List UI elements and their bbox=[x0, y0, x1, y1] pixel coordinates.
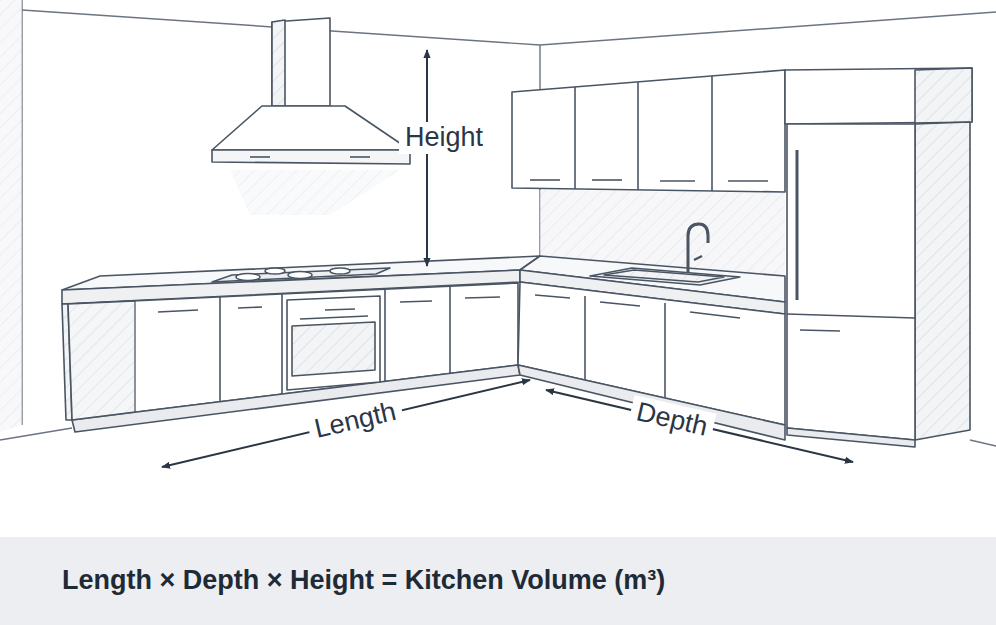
left-base-cabinets bbox=[238, 307, 262, 308]
gas-hob bbox=[212, 268, 390, 282]
refrigerator bbox=[800, 330, 840, 331]
room-walls bbox=[540, 12, 996, 45]
refrigerator bbox=[787, 428, 915, 447]
sink-and-faucet bbox=[688, 224, 708, 273]
range-hood bbox=[212, 18, 410, 164]
range-hood bbox=[250, 156, 270, 158]
room-walls bbox=[970, 440, 996, 446]
gas-hob bbox=[212, 268, 390, 282]
upper-cabinets bbox=[512, 70, 785, 192]
sink-and-faucet bbox=[694, 256, 702, 260]
sink-and-faucet bbox=[590, 268, 740, 285]
room-walls bbox=[0, 428, 72, 440]
upper-cabinets bbox=[711, 76, 713, 191]
oven bbox=[287, 296, 380, 390]
dimension-arrows bbox=[162, 50, 853, 467]
wall-shading bbox=[230, 170, 400, 215]
sink-and-faucet bbox=[604, 270, 724, 282]
left-base-cabinets bbox=[465, 297, 500, 298]
dimension-arrows bbox=[426, 50, 428, 266]
range-hood bbox=[272, 18, 330, 106]
refrigerator bbox=[787, 122, 970, 447]
oven bbox=[292, 322, 375, 376]
left-base-cabinets bbox=[158, 310, 198, 312]
right-base-cabinets bbox=[690, 312, 740, 318]
left-base-cabinets bbox=[68, 301, 135, 420]
oven bbox=[300, 316, 368, 319]
right-base-cabinets bbox=[535, 295, 570, 298]
dimension-label: Length bbox=[305, 395, 404, 447]
formula-caption: Length × Depth × Height = Kitchen Volume… bbox=[0, 537, 996, 596]
upper-cabinets bbox=[574, 87, 576, 189]
left-base-cabinets bbox=[219, 297, 221, 402]
oven bbox=[325, 309, 355, 310]
left-base-cabinets bbox=[449, 286, 451, 373]
upper-cabinets bbox=[530, 179, 560, 181]
sink-and-faucet bbox=[590, 224, 740, 285]
upper-cabinets bbox=[785, 68, 972, 124]
caption-bar: Length × Depth × Height = Kitchen Volume… bbox=[0, 537, 996, 625]
range-hood bbox=[212, 150, 410, 164]
gas-hob bbox=[330, 268, 350, 274]
range-hood bbox=[272, 20, 285, 106]
range-hood bbox=[350, 156, 370, 158]
upper-cabinets bbox=[728, 180, 768, 182]
left-base-cabinets bbox=[62, 256, 540, 432]
right-base-cabinets bbox=[664, 303, 666, 397]
oven bbox=[287, 296, 380, 390]
left-base-cabinets bbox=[281, 294, 283, 394]
upper-cabinets bbox=[637, 82, 639, 190]
refrigerator bbox=[796, 150, 799, 300]
gas-hob bbox=[288, 272, 312, 279]
wall-shading bbox=[0, 0, 785, 432]
range-hood bbox=[212, 106, 410, 150]
left-base-cabinets bbox=[384, 289, 386, 381]
room-walls bbox=[0, 0, 996, 446]
gas-hob bbox=[236, 274, 260, 281]
upper-cabinets bbox=[592, 179, 622, 181]
upper-cabinets bbox=[660, 180, 695, 182]
left-base-cabinets bbox=[400, 301, 432, 302]
refrigerator bbox=[787, 124, 915, 440]
dimension-label: Height bbox=[399, 122, 489, 153]
wall-shading bbox=[0, 0, 22, 432]
refrigerator bbox=[787, 314, 915, 318]
right-base-cabinets bbox=[584, 296, 586, 379]
dimension-arrows bbox=[546, 390, 853, 462]
gas-hob bbox=[265, 268, 285, 274]
upper-cabinets bbox=[915, 68, 972, 123]
dimension-arrows bbox=[162, 380, 530, 467]
refrigerator bbox=[915, 122, 970, 440]
right-base-cabinets bbox=[600, 302, 640, 306]
